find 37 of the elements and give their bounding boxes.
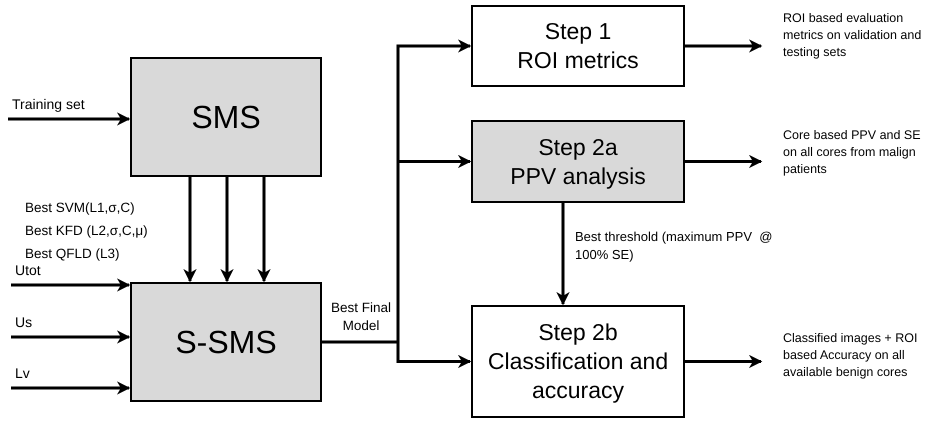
arrow	[322, 340, 472, 368]
process-box	[471, 305, 685, 418]
arrow	[220, 177, 234, 282]
output-description: Classified images + ROI based Accuracy on all available benign cores	[783, 330, 931, 400]
input-label: Us	[15, 314, 65, 334]
arrow	[11, 381, 130, 395]
arrow	[685, 154, 762, 168]
arrow	[556, 203, 570, 306]
step-title: Step 2a	[538, 132, 618, 162]
process-box	[130, 57, 322, 177]
step-description: ROI metrics	[517, 46, 639, 75]
step-title: Step 1	[544, 17, 612, 46]
input-label: Lv	[15, 365, 65, 385]
box-title: SMS	[191, 98, 261, 137]
parameter-label: Best KFD (L2,σ,C,μ)	[25, 222, 149, 240]
process-box	[130, 282, 322, 402]
input-label: Training set	[12, 96, 112, 116]
arrow	[685, 39, 762, 53]
arrow	[11, 330, 130, 344]
input-label: Utot	[15, 262, 65, 282]
parameter-label: Best SVM(L1,σ,C)	[25, 199, 136, 217]
output-label: Best Final Model	[330, 299, 392, 334]
arrow	[11, 278, 130, 292]
step-title: Step 2b	[538, 318, 618, 348]
box-title: S-SMS	[175, 323, 277, 362]
process-box	[471, 5, 685, 87]
arrow	[183, 177, 197, 282]
parameter-label: Best QFLD (L3)	[25, 245, 121, 263]
edge-label: Best threshold (maximum PPV @ 100% SE)	[575, 228, 774, 264]
process-box	[471, 120, 685, 203]
arrow	[685, 354, 762, 368]
step-description: PPV analysis	[510, 162, 646, 190]
step-description: Classification and accuracy	[486, 347, 670, 405]
output-description: ROI based evaluation metrics on validation and testing sets	[783, 10, 928, 66]
output-description: Core based PPV and SE on all cores from malign patients	[783, 127, 928, 183]
arrow	[257, 177, 271, 282]
arrow	[8, 112, 130, 126]
